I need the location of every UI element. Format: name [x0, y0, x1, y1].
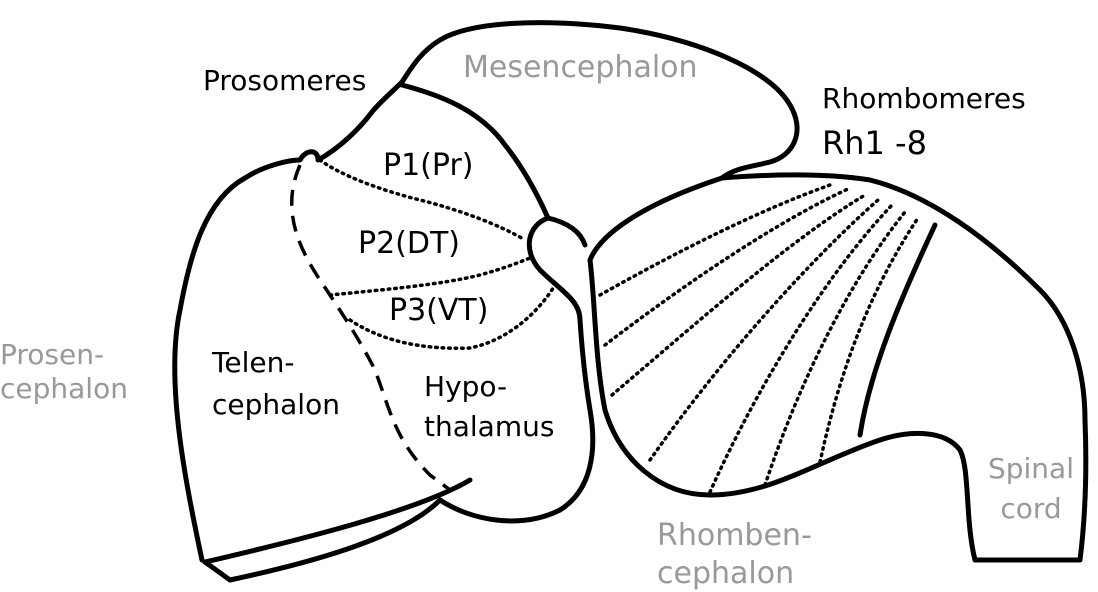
- rhombomere-boundary-4: [648, 198, 880, 462]
- rhombomere-boundary-1: [598, 183, 832, 297]
- rhombencephalon-label-line1: Rhomben-: [657, 518, 812, 553]
- rhombomere-boundary-6: [763, 210, 907, 487]
- rhombencephalon-label-line2: cephalon: [657, 556, 795, 591]
- p2-label: P2(DT): [358, 226, 461, 261]
- ventral-base-inner: [202, 477, 473, 565]
- spinal-cord-label-line2: cord: [1000, 492, 1062, 525]
- p3-hypothalamus-boundary: [348, 283, 557, 351]
- prosencephalon-label-line2: cephalon: [0, 372, 128, 405]
- rhombomere-boundary-7: [818, 216, 920, 464]
- hindbrain-inner-line: [857, 222, 938, 438]
- hindbrain-outline: [587, 172, 1089, 563]
- ventral-base-cap: [202, 559, 233, 583]
- rhombomere-boundary-2: [603, 186, 852, 347]
- p2-p3-boundary: [328, 256, 532, 297]
- rhombomere-boundary-5: [708, 203, 894, 494]
- p1-label: P1(Pr): [383, 148, 474, 183]
- spinal-cord-label-line1: Spinal: [987, 452, 1074, 485]
- p1-p2-boundary: [318, 158, 527, 242]
- p3-label: P3(VT): [389, 293, 489, 328]
- rhombomere-range-label: Rh1 -8: [822, 124, 927, 162]
- telencephalon-boundary: [290, 164, 452, 492]
- ventral-base-outer: [227, 497, 443, 583]
- mesencephalon-boundary: [399, 82, 551, 221]
- prosomeres-label: Prosomeres: [203, 64, 367, 97]
- rhombomeres-label: Rhombomeres: [822, 82, 1026, 115]
- hypothalamus-label-line1: Hypo-: [424, 370, 508, 403]
- telencephalon-label-line1: Telen-: [212, 346, 295, 379]
- hypothalamus-label-line2: thalamus: [424, 410, 555, 443]
- telencephalon-label-line2: cephalon: [212, 388, 340, 421]
- forebrain-outline: [172, 20, 800, 563]
- isthmus-tip: [545, 215, 588, 248]
- prosencephalon-label-line1: Prosen-: [0, 338, 105, 371]
- mesencephalon-label: Mesencephalon: [463, 50, 698, 85]
- isthmus-outline: [437, 215, 596, 524]
- rhombomere-boundary-3: [610, 193, 867, 397]
